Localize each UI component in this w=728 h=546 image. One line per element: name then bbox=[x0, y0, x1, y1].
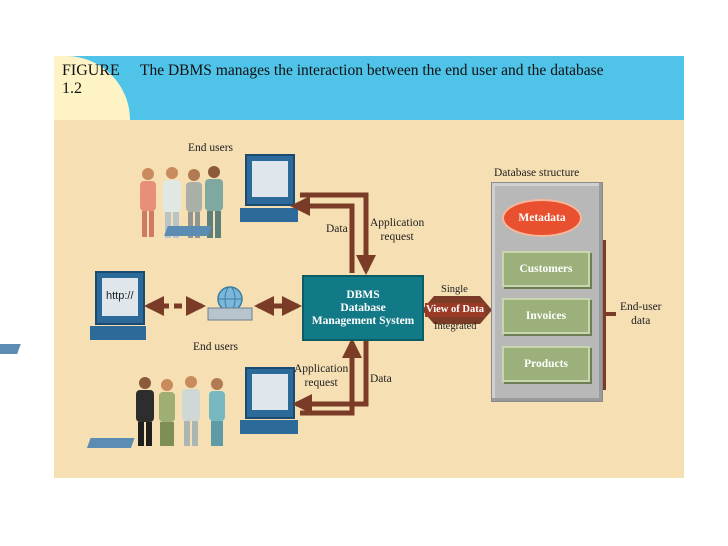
network-globe-icon bbox=[207, 286, 253, 321]
computer-icon-left bbox=[0, 271, 146, 354]
person-icon bbox=[163, 167, 181, 238]
figure-header-bar bbox=[54, 56, 684, 120]
application-request-bottom-label: Application request bbox=[294, 363, 349, 389]
person-icon bbox=[205, 166, 223, 238]
person-icon bbox=[209, 378, 225, 446]
figure-number: FIGURE 1.2 bbox=[62, 62, 120, 97]
database-structure-label: Database structure bbox=[494, 167, 580, 179]
single-label: Single bbox=[441, 284, 468, 295]
computer-icon-top bbox=[164, 154, 298, 236]
end-users-top-label: End users bbox=[188, 142, 234, 154]
end-users-bottom-group bbox=[136, 376, 225, 446]
data-bottom-label: Data bbox=[370, 373, 392, 385]
metadata-ellipse: Metadata bbox=[502, 199, 582, 237]
person-icon bbox=[136, 377, 154, 446]
dbms-line-3: Management System bbox=[311, 314, 415, 327]
end-user-data-label: End-user data bbox=[620, 301, 662, 327]
http-label: http:// bbox=[106, 290, 134, 302]
person-icon bbox=[140, 168, 156, 237]
table-invoices: Invoices bbox=[502, 298, 590, 334]
arrow-data-to-bottom-user bbox=[292, 341, 369, 414]
end-users-middle-label: End users bbox=[193, 341, 239, 353]
dbms-line-2: Database bbox=[340, 301, 386, 314]
dbms-line-1: DBMS bbox=[346, 288, 380, 301]
table-products: Products bbox=[502, 346, 590, 382]
integrated-label: Integrated bbox=[434, 321, 477, 332]
arrow-request-from-top-user bbox=[300, 192, 376, 275]
dbms-box: DBMS Database Management System bbox=[302, 275, 424, 341]
data-top-label: Data bbox=[326, 223, 348, 235]
view-of-data-label: View of Data bbox=[425, 303, 485, 317]
end-users-top-group bbox=[140, 166, 223, 238]
arrow-request-from-bottom-user bbox=[300, 338, 362, 416]
computer-icon-bottom bbox=[86, 367, 298, 448]
table-customers: Customers bbox=[502, 251, 590, 287]
person-icon bbox=[186, 169, 202, 238]
person-icon bbox=[159, 379, 175, 446]
arrow-data-to-top-user bbox=[290, 196, 355, 273]
figure-title: The DBMS manages the interaction between… bbox=[140, 62, 604, 79]
application-request-top-label: Application request bbox=[370, 217, 425, 243]
person-icon bbox=[182, 376, 200, 446]
